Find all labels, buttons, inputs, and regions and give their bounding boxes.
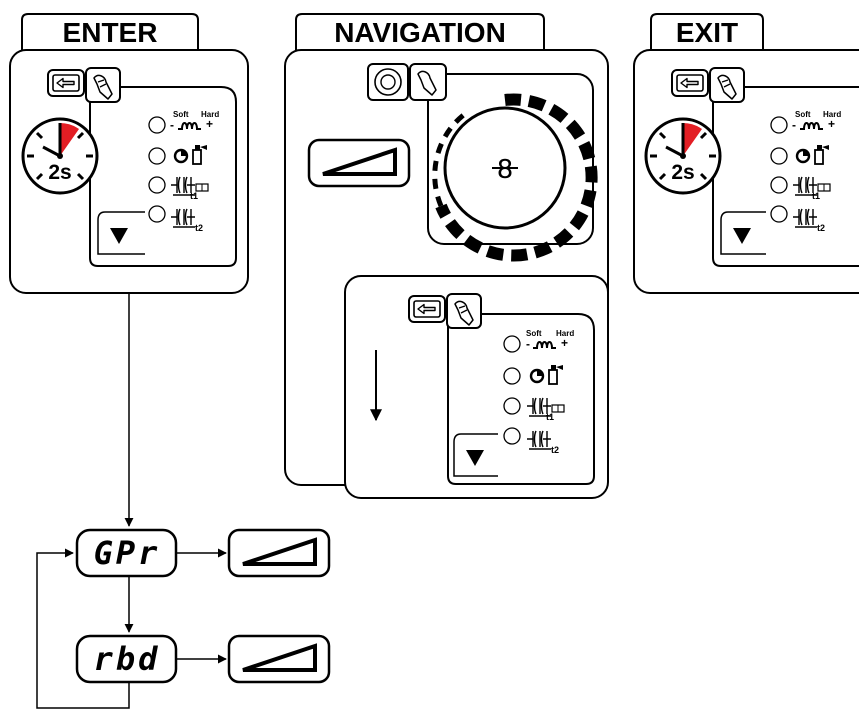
menu-flow: GPr rbd: [36, 293, 331, 709]
t1-led: [503, 397, 521, 415]
t2-label: t2: [195, 223, 203, 233]
navigation-title: NAVIGATION: [334, 17, 506, 48]
t2-label: t2: [817, 223, 825, 233]
knob-symbol: 8: [497, 155, 514, 185]
enter-inner-panel: [89, 86, 237, 267]
triangle-down-icon: [110, 228, 128, 244]
exit-title: EXIT: [676, 17, 738, 48]
plus-label: +: [561, 336, 568, 350]
down-button[interactable]: [720, 211, 766, 255]
t2-led: [148, 205, 166, 223]
t2-led: [770, 205, 788, 223]
t2-label: t2: [551, 445, 559, 455]
down-button[interactable]: [453, 433, 498, 477]
soft-hard-led: [770, 116, 788, 134]
plus-label: +: [206, 117, 213, 131]
navigation-section: NAVIGATION 8 Soft Hard - +: [284, 13, 609, 499]
minus-label: -: [526, 337, 530, 351]
t1-label: t1: [190, 191, 198, 201]
enter-title: ENTER: [63, 17, 158, 48]
loop-back-arrow: [36, 548, 130, 709]
enter-section: ENTER 2s Soft Hard - + t1 t2: [9, 13, 249, 294]
ramp-icon: [227, 634, 331, 684]
t1-label: t1: [546, 412, 554, 422]
down-button[interactable]: [97, 211, 145, 255]
soft-hard-led: [148, 116, 166, 134]
ramp-icon: [307, 138, 411, 188]
timer-label: 2s: [671, 161, 694, 184]
gas-led: [503, 367, 521, 385]
display-text-rbd: rbd: [94, 640, 161, 678]
gas-led: [770, 147, 788, 165]
t1-label: t1: [812, 191, 820, 201]
triangle-down-icon: [466, 450, 484, 466]
t1-led: [770, 176, 788, 194]
t1-led: [148, 176, 166, 194]
hard-label: Hard: [556, 329, 574, 338]
timer-label: 2s: [48, 161, 71, 184]
exit-section: EXIT 2s Soft Hard - + t1 t2: [633, 13, 859, 294]
minus-label: -: [170, 118, 174, 132]
soft-label: Soft: [173, 110, 189, 119]
ramp-icon: [227, 528, 331, 578]
soft-label: Soft: [795, 110, 811, 119]
t2-led: [503, 427, 521, 445]
hard-label: Hard: [823, 110, 841, 119]
hard-label: Hard: [201, 110, 219, 119]
display-text-gpr: GPr: [94, 534, 161, 572]
knob-scale: [432, 93, 598, 262]
triangle-down-icon: [733, 228, 751, 244]
plus-label: +: [828, 117, 835, 131]
soft-hard-led: [503, 335, 521, 353]
soft-label: Soft: [526, 329, 542, 338]
rotate-press-icon[interactable]: [367, 63, 447, 101]
minus-label: -: [792, 118, 796, 132]
gas-led: [148, 147, 166, 165]
